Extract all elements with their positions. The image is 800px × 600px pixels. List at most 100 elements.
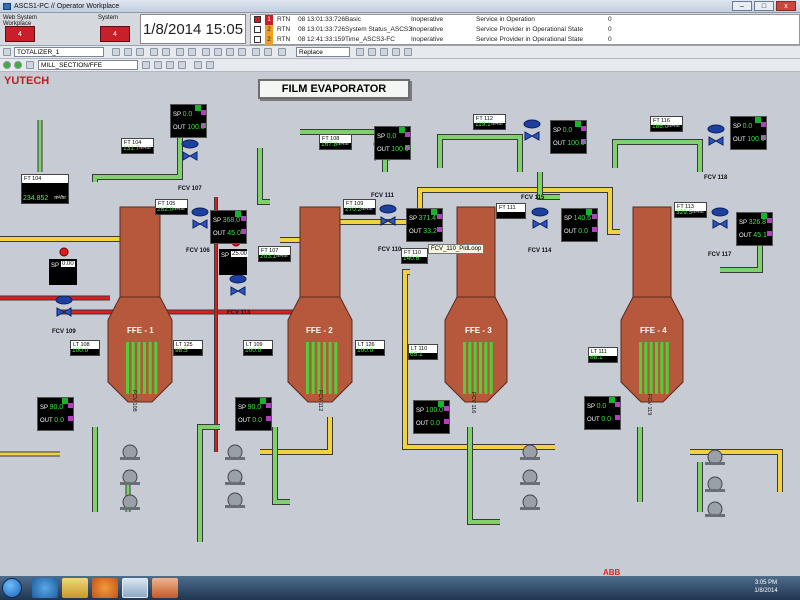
alarm-count: 2 <box>265 35 273 45</box>
transmitter-unit: m³/hr <box>361 206 373 212</box>
close-button[interactable]: x <box>776 1 796 11</box>
presentation-icon[interactable] <box>152 578 178 598</box>
toolbar-top: TOTALIZER_1 Replace <box>0 46 800 59</box>
pin-icon[interactable] <box>142 61 150 69</box>
save-icon[interactable] <box>188 48 196 56</box>
operator-workplace-icon[interactable] <box>122 578 148 598</box>
mode-indicator <box>405 145 410 150</box>
save-icon-2[interactable] <box>356 48 364 56</box>
valve-label: FCV 117 <box>708 252 732 258</box>
pump-base <box>225 457 245 460</box>
ft104-flow-indicator[interactable]: FT 104 234.852 m³/hr <box>21 174 69 204</box>
output-value: 100.0 <box>747 136 765 143</box>
back-icon[interactable] <box>112 48 120 56</box>
up-icon[interactable] <box>136 48 144 56</box>
maximize-button[interactable]: □ <box>754 1 774 11</box>
help-icon[interactable] <box>278 48 286 56</box>
alarm-icon[interactable] <box>214 48 222 56</box>
totalizer-combo[interactable]: TOTALIZER_1 <box>14 47 104 57</box>
mode-indicator <box>405 132 410 137</box>
filter-icon[interactable] <box>206 61 214 69</box>
home-icon[interactable] <box>150 48 158 56</box>
forward-icon[interactable] <box>124 48 132 56</box>
user-icon[interactable] <box>404 48 412 56</box>
explorer-icon[interactable] <box>62 578 88 598</box>
system-clock[interactable]: 3:05 PM 1/8/2014 <box>736 579 796 597</box>
alarm-status-icon <box>254 16 261 23</box>
mode-indicator <box>444 406 449 411</box>
mode-indicator <box>68 416 73 421</box>
star-icon[interactable] <box>368 48 376 56</box>
transmitter-tag: FT 116 <box>651 117 682 125</box>
web-system-tile[interactable]: Web System Workplace 4 <box>3 15 37 44</box>
trend-icon[interactable] <box>226 48 234 56</box>
transmitter-value: 98.5 <box>175 347 188 354</box>
transmitter-tag: LT 111 <box>589 348 617 356</box>
replace-combo[interactable]: Replace <box>296 47 350 57</box>
media-player-icon[interactable] <box>92 578 118 598</box>
ft-flow-indicator[interactable]: FT 111 <box>496 203 526 219</box>
print-icon[interactable] <box>176 48 184 56</box>
minimize-button[interactable]: – <box>732 1 752 11</box>
browser-icon[interactable] <box>32 578 58 598</box>
pump <box>122 469 138 485</box>
alarm-row[interactable]: 1 RTN 08 13:01:33:726 Basic Inoperative … <box>251 15 799 25</box>
alarm-list[interactable]: 1 RTN 08 13:01:33:726 Basic Inoperative … <box>250 14 800 45</box>
valve-label: FCV 109 <box>52 329 76 335</box>
list-icon[interactable] <box>194 61 202 69</box>
up-level-icon[interactable] <box>26 61 34 69</box>
find-icon[interactable] <box>154 61 162 69</box>
layout-icon[interactable] <box>264 48 272 56</box>
vessel-label: FFE - 3 <box>465 326 492 335</box>
alarm-row[interactable]: 2 RTN 08 12:41:33:159 Time_ASCS3-FC Inop… <box>251 35 799 45</box>
folder-icon[interactable] <box>162 48 170 56</box>
menu-icon[interactable] <box>3 48 11 56</box>
start-button[interactable] <box>2 578 22 598</box>
object-path-field[interactable]: MILL_SECTION/FFE <box>38 60 138 70</box>
refresh-icon[interactable] <box>202 48 210 56</box>
forward-arrow-icon[interactable] <box>14 61 22 69</box>
lock-icon[interactable] <box>392 48 400 56</box>
mode-indicator <box>201 123 206 128</box>
heater-tube <box>323 342 326 394</box>
mode-indicator <box>615 402 620 407</box>
faceplate-icon[interactable] <box>178 61 186 69</box>
system-tile[interactable]: System 4 <box>98 15 132 44</box>
heater-tube <box>665 342 669 394</box>
window-icon[interactable] <box>252 48 260 56</box>
gear-icon[interactable] <box>380 48 388 56</box>
network-icon[interactable] <box>166 61 174 69</box>
alarm-row[interactable]: 2 RTN 08 13:01:33:726 System Status_ASCS… <box>251 25 799 35</box>
back-arrow-icon[interactable] <box>3 61 11 69</box>
event-icon[interactable] <box>238 48 246 56</box>
